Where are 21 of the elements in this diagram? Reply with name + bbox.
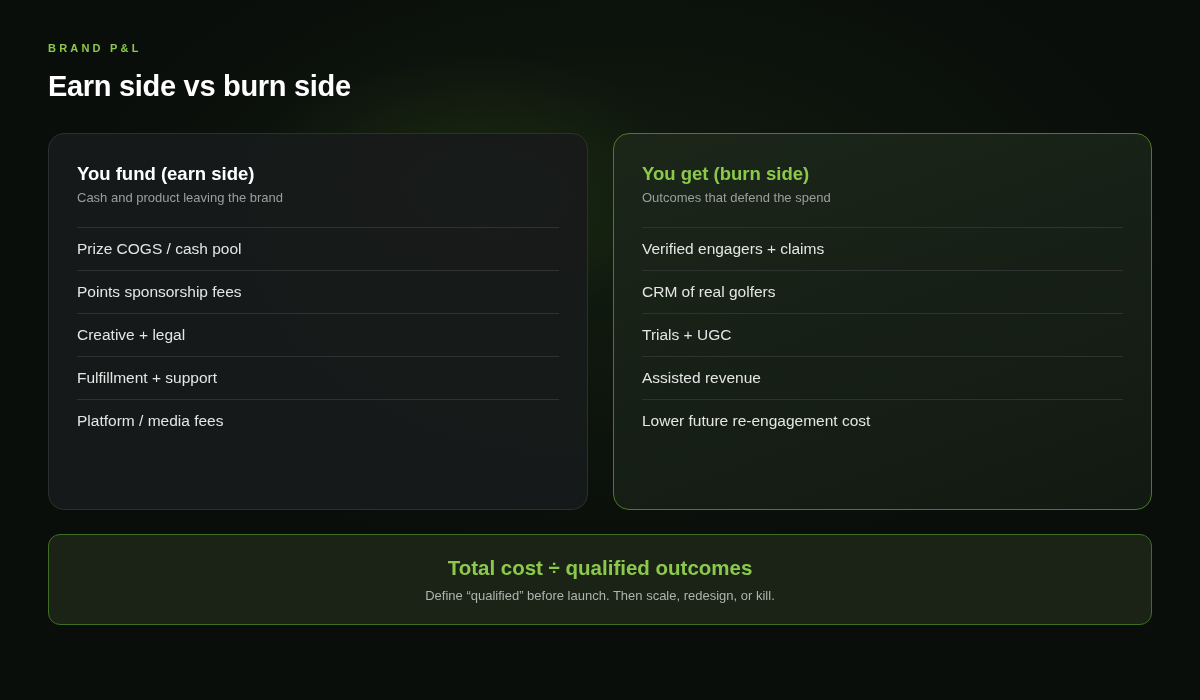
list-item: Lower future re-engagement cost <box>642 399 1123 442</box>
list-item: Verified engagers + claims <box>642 227 1123 270</box>
banner-note: Define “qualified” before launch. Then scale, redesign, or kill. <box>425 587 775 605</box>
card-heading: You fund (earn side) <box>77 162 256 186</box>
list-item: Points sponsorship fees <box>77 270 559 313</box>
formula-heading: Total cost ÷ qualified outcomes <box>447 555 753 581</box>
list-item: Creative + legal <box>77 313 559 356</box>
summary-banner <box>48 534 1152 625</box>
card-subtitle: Outcomes that defend the spend <box>642 189 832 207</box>
page-title: Earn side vs burn side <box>48 69 351 104</box>
card-heading: You get (burn side) <box>642 162 811 186</box>
list-item: Prize COGS / cash pool <box>77 227 559 270</box>
list-item: Trials + UGC <box>642 313 1123 356</box>
list-item: CRM of real golfers <box>642 270 1123 313</box>
card-subtitle: Cash and product leaving the brand <box>77 189 284 207</box>
list-item: Assisted revenue <box>642 356 1123 399</box>
info-card <box>48 133 588 510</box>
list-item: Fulfillment + support <box>77 356 559 399</box>
list-item: Platform / media fees <box>77 399 559 442</box>
eyebrow-label: BRAND P&L <box>48 41 142 55</box>
info-card <box>613 133 1152 510</box>
